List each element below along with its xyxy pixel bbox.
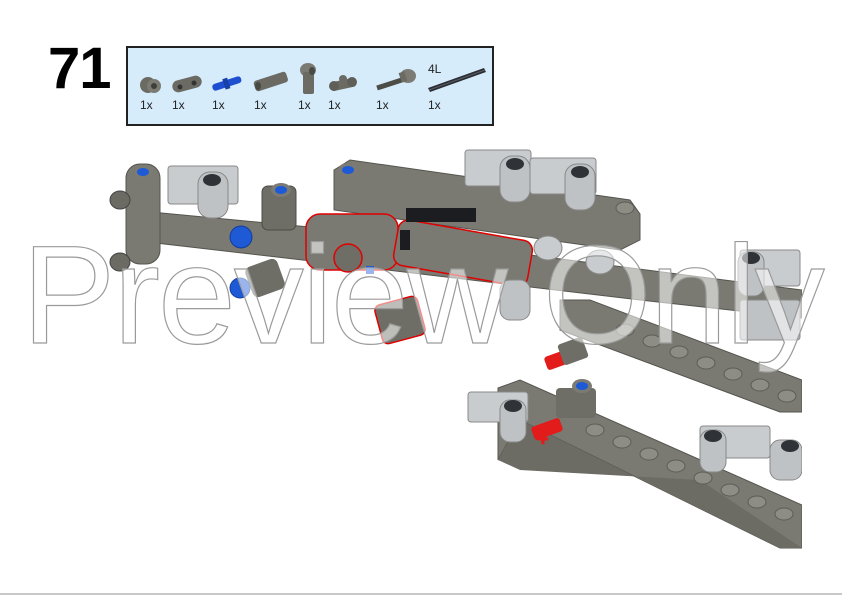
lower-light-connectors: ✚: [467, 379, 802, 481]
axle-with-stop-icon: [376, 69, 416, 91]
upper-left-assembly: [109, 163, 297, 299]
part-quantity: 1x: [376, 98, 389, 112]
part-quantity: 1x: [298, 98, 311, 112]
step-number: 71: [48, 36, 112, 101]
perpendicular-connector-icon: [300, 63, 316, 94]
parts-list-item: 1x: [170, 48, 204, 124]
part-quantity: 1x: [254, 98, 267, 112]
parts-list-item: 1x: [374, 48, 420, 124]
parts-list-item: 1x: [210, 48, 244, 124]
axle-pin-blue-icon: [212, 76, 242, 91]
part-quantity: 1x: [140, 98, 153, 112]
parts-list-item: 1x: [252, 48, 290, 124]
part-quantity: 1x: [428, 98, 441, 112]
highlighted-new-parts: [305, 213, 534, 345]
part-length-label: 4L: [428, 62, 442, 76]
liftarm-2l-icon: [172, 75, 202, 93]
part-quantity: 1x: [328, 98, 341, 112]
svg-text:✚: ✚: [537, 431, 549, 447]
part-quantity: 1x: [212, 98, 225, 112]
lower-triangle-beam: [497, 379, 802, 549]
upper-long-beam: [333, 149, 641, 251]
parts-list-item: 1x: [138, 48, 168, 124]
axle-connector-icon: [253, 71, 288, 92]
parts-list-item: 4L 1x: [426, 48, 490, 124]
universal-joint-icon: [329, 75, 357, 92]
parts-list-item: 1x: [326, 48, 360, 124]
parts-list-item: 1x: [296, 48, 322, 124]
center-light-parts: [406, 208, 615, 321]
middle-diagonal-beam: [544, 299, 802, 413]
part-quantity: 1x: [172, 98, 185, 112]
bush-half-icon: [140, 77, 161, 93]
axle-4l-icon: [428, 68, 486, 92]
parts-list-callout: 1x 1x 1x 1x 1x: [126, 46, 494, 126]
page-bottom-divider: [0, 593, 842, 595]
